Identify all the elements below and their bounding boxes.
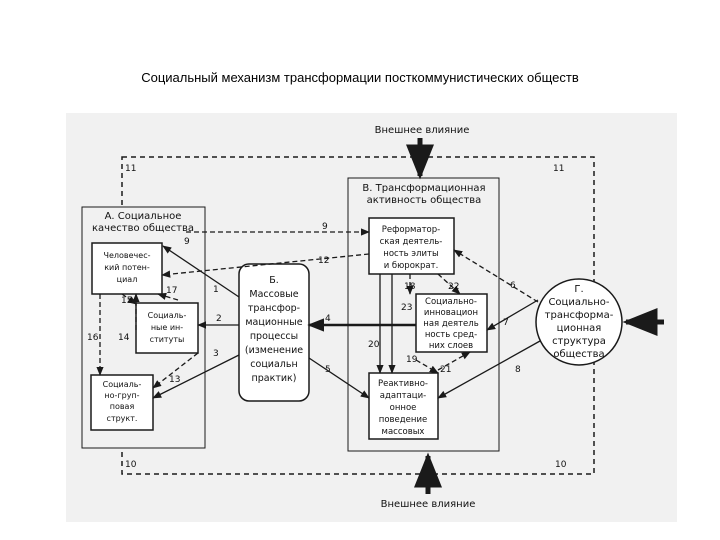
block-a-title-1: А. Социальное [105,211,182,222]
label-20: 20 [368,340,380,350]
label-7: 7 [503,318,509,328]
block-human-potential [91,242,163,295]
structure-line-3: повая [110,402,135,411]
block-g-line-2: Социально- [548,297,609,308]
block-b-line-4: мационные [245,317,302,328]
innov-line-5: них слоев [429,341,473,351]
react-line-2: адаптаци- [380,391,426,401]
label-17: 17 [166,286,177,296]
arrow-19 [415,359,439,374]
label-5: 5 [325,365,331,375]
arrow-3 [152,354,240,399]
institutes-line-3: ституты [150,335,185,344]
react-line-5: массовых [382,427,425,437]
arrow-13 [152,352,199,389]
block-b-line-2: Массовые [249,289,298,300]
block-a-title-2: качество общества [92,223,194,234]
label-8: 8 [515,365,521,375]
label-15: 15 [121,296,132,306]
block-v-title-1: В. Трансформационная [362,183,485,194]
reform-line-4: и бюрократ. [384,261,439,271]
block-reactive-behavior [368,372,439,440]
reform-line-2: ская деятель- [380,237,443,247]
reform-line-3: ность элиты [383,249,438,259]
block-g-structure-circle [535,278,623,366]
block-g-line-3: трансформа- [545,310,614,321]
arrow-6 [453,249,539,303]
label-10-right: 10 [555,460,567,470]
label-9: 9 [322,222,328,232]
label-11-left: 11 [125,164,136,174]
block-b-mass-processes [238,263,310,402]
external-influence-bottom: Внешнее влияние [381,499,476,510]
institutes-line-1: Социаль- [148,311,187,320]
block-b-line-1: Б. [269,275,279,286]
innov-line-2: инновацион [424,308,478,318]
arrow-12 [161,253,370,278]
label-13: 13 [169,375,180,385]
innov-line-3: ная деятель [423,319,478,329]
react-line-1: Реактивно- [378,379,428,389]
block-b-line-7: социальн [250,359,297,370]
arrow-21 [437,351,471,371]
label-9-small: 9 [184,237,190,247]
block-g-line-4: ционная [557,323,602,334]
arrow-8 [437,340,541,399]
institutes-line-2: ные ин- [151,323,183,332]
structure-line-1: Социаль- [103,380,142,389]
label-2: 2 [216,314,222,324]
label-1: 1 [213,285,219,295]
arrow-7 [486,299,539,331]
structure-line-4: структ. [107,414,138,423]
label-4: 4 [325,314,331,324]
human-line-3: циал [117,275,138,284]
block-reform-activity [368,217,455,275]
block-g-line-6: общества [553,349,604,360]
react-line-4: поведение [379,415,427,425]
arrow-17 [157,292,179,301]
label-6: 6 [510,281,516,291]
arrow-22 [437,273,461,295]
react-line-3: онное [390,403,417,413]
label-18: 18 [404,282,416,292]
slide-title: Социальный механизм трансформации постко… [141,70,579,85]
human-line-2: кий потен- [104,263,150,272]
block-b-line-6: (изменение [245,345,303,356]
label-21: 21 [440,365,451,375]
label-19: 19 [406,355,418,365]
human-line-1: Человечес- [104,251,151,260]
label-22: 22 [448,282,459,292]
block-b-line-8: практик) [252,373,297,384]
block-g-line-1: Г. [574,284,583,295]
block-b-line-3: трансфор- [248,303,300,314]
innov-line-1: Социально- [425,297,477,307]
reform-line-1: Реформатор- [382,225,440,235]
label-11-right: 11 [553,164,564,174]
arrow-15 [121,293,137,305]
arrow-5 [308,357,370,399]
structure-line-2: но-груп- [104,391,139,400]
label-3: 3 [213,349,219,359]
innov-line-4: ность сред- [425,330,477,340]
label-14: 14 [118,333,130,343]
block-g-line-5: структура [552,336,606,347]
label-16: 16 [87,333,99,343]
label-12: 12 [318,256,329,266]
label-23: 23 [401,303,412,313]
block-social-group-structure [90,374,154,431]
external-influence-top: Внешнее влияние [375,125,470,136]
block-v-title-2: активность общества [367,195,482,206]
block-b-line-5: процессы [250,331,298,342]
label-10-left: 10 [125,460,137,470]
